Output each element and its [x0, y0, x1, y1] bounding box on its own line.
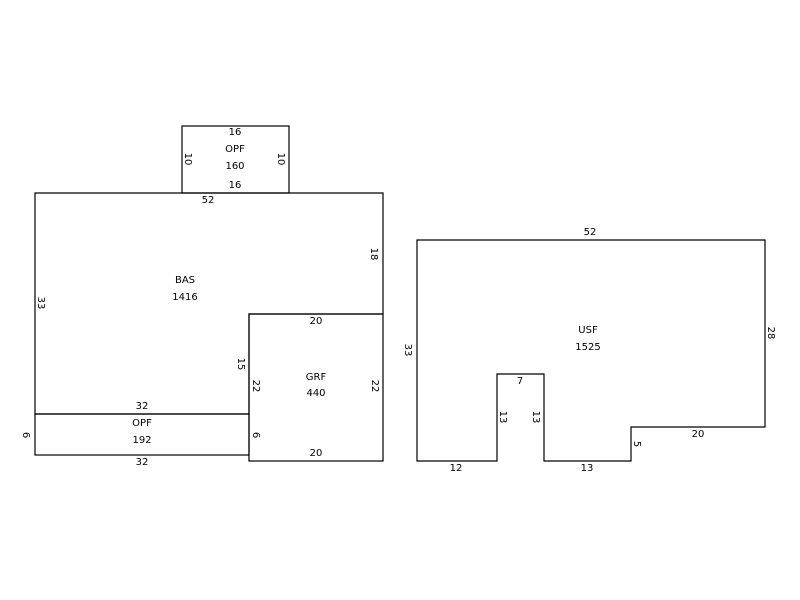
grf-code: GRF — [306, 372, 327, 383]
opf-top-code: OPF — [225, 144, 245, 155]
usf-code: USF — [578, 325, 598, 336]
usf-dim-right: 28 — [765, 327, 776, 340]
bas-area — [34, 192, 384, 415]
grf-sqft: 440 — [306, 388, 325, 399]
grf-dim-bottom: 20 — [310, 448, 323, 459]
bas-dim-right: 18 — [368, 248, 379, 261]
usf-dim-notch-top: 7 — [517, 376, 523, 387]
bas-dim-inner-bottom: 32 — [136, 401, 149, 412]
usf-area — [416, 239, 766, 462]
grf-dim-top: 20 — [310, 316, 323, 327]
bas-dim-top: 52 — [202, 195, 215, 206]
usf-dim-bottom-mid: 13 — [581, 463, 594, 474]
bas-dim-inner-left: 15 — [235, 358, 246, 371]
opf-bottom-dim-bottom: 32 — [136, 457, 149, 468]
usf-dim-bottom-right: 20 — [692, 429, 705, 440]
usf-dim-notch-right: 13 — [530, 411, 541, 424]
usf-dim-top: 52 — [584, 227, 597, 238]
opf-bottom-code: OPF — [132, 418, 152, 429]
opf-top-dim-left: 10 — [182, 153, 193, 166]
opf-bottom-dim-left: 6 — [20, 432, 31, 438]
opf-top-dim-top: 16 — [229, 127, 242, 138]
usf-sqft: 1525 — [575, 342, 600, 353]
usf-dim-left: 33 — [402, 344, 413, 357]
opf-top-sqft: 160 — [225, 161, 244, 172]
grf-dim-right: 22 — [369, 380, 380, 393]
bas-sqft: 1416 — [172, 292, 197, 303]
usf-dim-bottom-left: 12 — [450, 463, 463, 474]
opf-top-dim-right: 10 — [275, 153, 286, 166]
usf-dim-notch-left: 13 — [497, 411, 508, 424]
bas-dim-left: 33 — [35, 297, 46, 310]
opf-top-dim-bottom: 16 — [229, 180, 242, 191]
opf-bottom-sqft: 192 — [132, 435, 151, 446]
bas-code: BAS — [175, 275, 195, 286]
grf-area — [248, 313, 384, 462]
opf-bottom-dim-right: 6 — [250, 432, 261, 438]
grf-dim-left: 22 — [250, 380, 261, 393]
usf-dim-step: 5 — [631, 441, 642, 447]
